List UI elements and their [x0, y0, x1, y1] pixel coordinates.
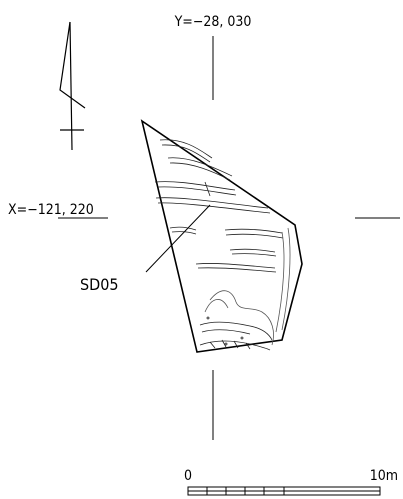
- feature-label-sd05: SD05: [80, 275, 119, 294]
- scale-bar-ticks: [188, 487, 380, 495]
- scale-bar-end-label: 10m: [370, 468, 398, 484]
- scale-bar: 0 10m: [184, 468, 398, 496]
- feature-leader-line: [145, 204, 211, 273]
- excavation-outline: [140, 119, 303, 353]
- scale-bar-start-label: 0: [184, 468, 192, 484]
- north-arrow-icon: [59, 21, 86, 151]
- excavation-features: [154, 139, 291, 351]
- grid-crosshair: [58, 36, 400, 440]
- grid-x-label: X=−121, 220: [8, 202, 94, 218]
- grid-y-label: Y=−28, 030: [174, 14, 252, 30]
